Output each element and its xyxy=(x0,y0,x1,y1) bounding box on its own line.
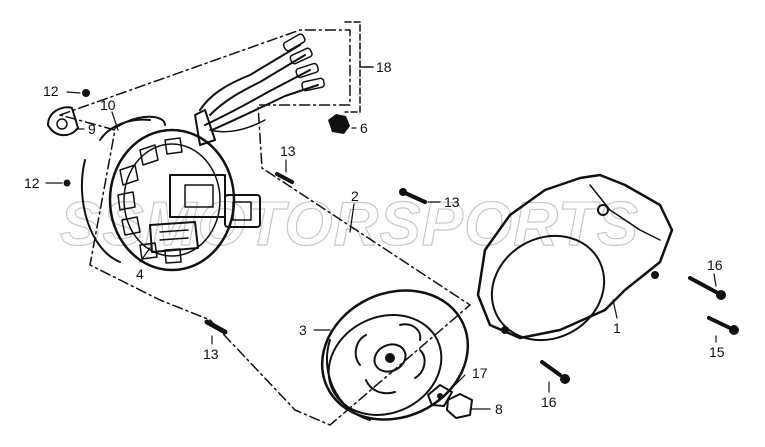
callout-10: 10 xyxy=(100,97,116,113)
callout-12-upper: 12 xyxy=(43,83,59,99)
part-9-clamp xyxy=(47,106,79,137)
callout-labels: 12 10 9 12 4 18 6 13 2 13 3 13 1 16 15 1… xyxy=(24,59,725,417)
stator-assembly xyxy=(108,128,261,272)
flywheel-rotor xyxy=(320,289,470,421)
magneto-cover xyxy=(476,173,674,342)
callout-15: 15 xyxy=(709,344,725,360)
callout-9: 9 xyxy=(88,121,96,137)
callout-13-middle: 13 xyxy=(444,194,460,210)
part-8-nut xyxy=(446,393,473,419)
part-13-bolt-upper xyxy=(275,172,294,184)
callout-1: 1 xyxy=(613,320,621,336)
harness-bracket xyxy=(344,21,374,113)
callout-13-upper: 13 xyxy=(280,143,296,159)
stator-group-boundary xyxy=(59,29,471,426)
wiring-harness xyxy=(194,33,325,146)
part-12-screw-lower xyxy=(63,179,71,187)
leader-lines xyxy=(45,91,717,410)
callout-8: 8 xyxy=(495,401,503,417)
callout-12-lower: 12 xyxy=(24,175,40,191)
part-6-nut xyxy=(328,114,350,134)
part-13-bolt-lower xyxy=(204,319,228,335)
part-13-bolt-middle xyxy=(399,188,427,204)
callout-13-lower: 13 xyxy=(203,346,219,362)
callout-3: 3 xyxy=(299,322,307,338)
callout-17: 17 xyxy=(472,365,488,381)
part-12-screw-upper xyxy=(82,89,90,97)
part-15-bolt xyxy=(707,316,739,335)
callout-16-right: 16 xyxy=(707,257,723,273)
callout-6: 6 xyxy=(360,120,368,136)
callout-16-bottom: 16 xyxy=(541,394,557,410)
callout-4: 4 xyxy=(136,266,144,282)
part-16-bolt-bottom xyxy=(540,360,570,384)
stator-gasket-ring xyxy=(81,115,166,263)
callout-2: 2 xyxy=(351,188,359,204)
part-16-bolt-right xyxy=(688,276,726,300)
callout-18: 18 xyxy=(376,59,392,75)
